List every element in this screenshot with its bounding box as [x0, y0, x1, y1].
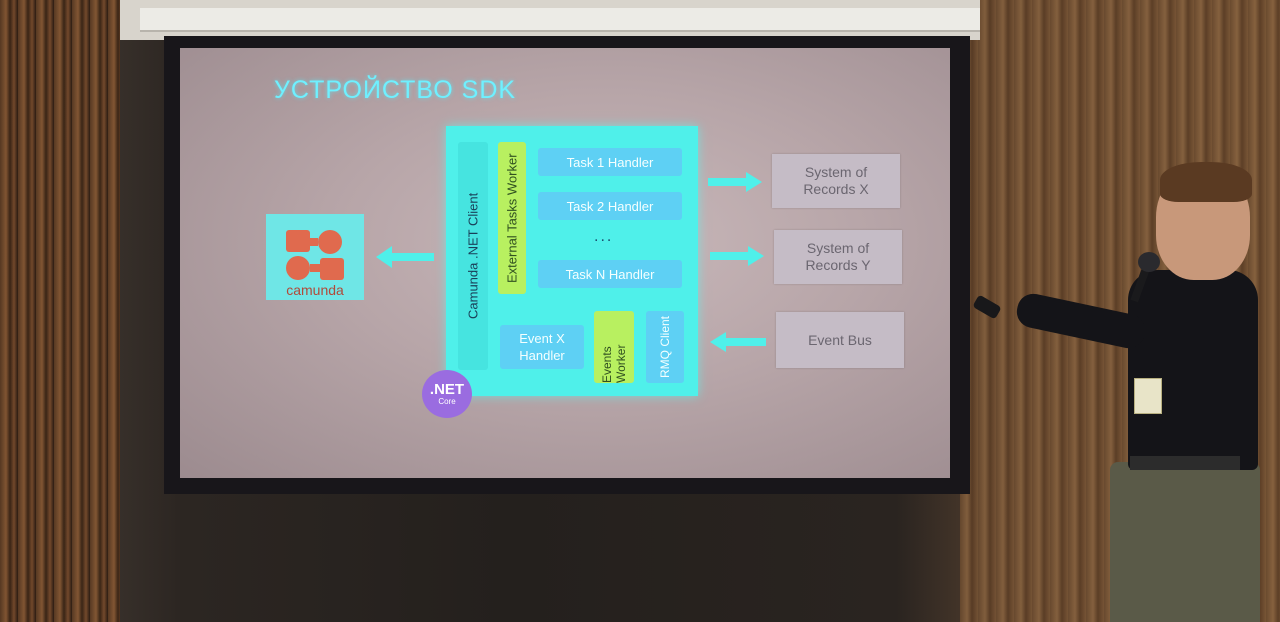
sys-y-line1: System of [806, 240, 870, 256]
arrow-to-camunda [376, 246, 434, 268]
net-core-title: .NET [429, 380, 465, 398]
presenter-hair [1160, 162, 1252, 202]
arrow-to-sys-x [708, 172, 762, 192]
ceiling-rail [140, 8, 980, 32]
microphone-icon [1138, 252, 1160, 272]
name-badge [1134, 378, 1162, 414]
presenter-belt [1130, 456, 1240, 470]
task-n-handler: Task N Handler [538, 260, 682, 288]
event-x-handler-line2: Handler [519, 348, 565, 363]
event-x-handler-line1: Event X [519, 331, 565, 346]
event-x-handler: Event X Handler [500, 325, 584, 369]
sys-x-line2: Records X [803, 181, 869, 197]
slide-title: УСТРОЙСТВО SDK [274, 76, 517, 104]
arrow-to-sys-y [710, 246, 764, 266]
system-of-records-y: System of Records Y [774, 230, 902, 284]
ellipsis: ... [594, 228, 614, 245]
event-bus: Event Bus [776, 312, 904, 368]
arrow-from-event-bus [710, 332, 766, 352]
camunda-logo: camunda [266, 214, 364, 300]
camunda-logo-icon [286, 230, 344, 280]
left-wall [0, 0, 120, 622]
net-core-subtitle: Core [438, 396, 456, 406]
task-1-handler: Task 1 Handler [538, 148, 682, 176]
sys-x-line1: System of [804, 164, 868, 180]
sys-y-line2: Records Y [805, 257, 871, 273]
system-of-records-x: System of Records X [772, 154, 900, 208]
net-core-badge: .NET Core [422, 370, 472, 418]
net-client-label: Camunda .NET Client [458, 142, 488, 370]
rmq-client-label: RMQ Client [646, 311, 684, 383]
external-tasks-worker-label: External Tasks Worker [498, 142, 526, 294]
task-2-handler: Task 2 Handler [538, 192, 682, 220]
events-worker-label: Events Worker [594, 311, 634, 383]
presenter-body [1128, 270, 1258, 470]
presenter-legs [1110, 462, 1260, 622]
camunda-logo-text: camunda [286, 282, 344, 298]
